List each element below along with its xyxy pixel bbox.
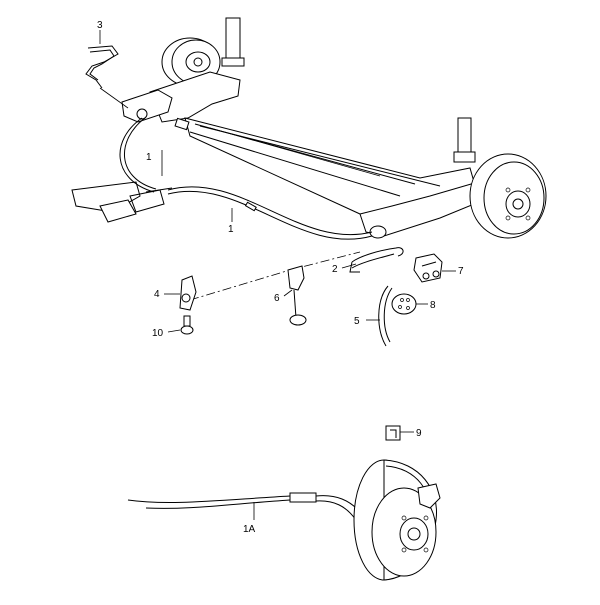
callout-6: 6 (274, 293, 280, 304)
shock-absorber-right (453, 117, 476, 163)
callout-8: 8 (430, 300, 436, 311)
callout-1-upper: 1 (146, 152, 152, 163)
shock-absorber-left (221, 17, 245, 67)
body-bracket (71, 181, 173, 223)
callout-labels: 3 1 1 2 7 4 6 8 5 10 9 1A (97, 20, 464, 535)
callout-7: 7 (458, 266, 464, 277)
cable-bracket-part-4 (179, 275, 197, 311)
leader-lines (99, 30, 456, 520)
adjuster-part-8 (391, 293, 417, 315)
retaining-clip-part-3 (85, 45, 119, 89)
lever-part-7 (413, 253, 443, 283)
handbrake-cable-top (119, 117, 373, 240)
brake-drum-right (469, 153, 547, 239)
brake-shoe-part-5 (378, 285, 393, 347)
callout-3: 3 (97, 20, 103, 31)
clip-part-6 (287, 265, 307, 326)
callout-1a: 1A (243, 524, 256, 535)
brake-drum-bottom (353, 459, 441, 581)
callout-4: 4 (154, 289, 160, 300)
rear-brake-assembly (127, 425, 441, 581)
callout-5: 5 (354, 316, 360, 327)
callout-1-lower: 1 (228, 224, 234, 235)
handbrake-cable-1a (127, 492, 363, 521)
axle-beam (149, 71, 485, 237)
clip-part-9 (385, 425, 401, 441)
callout-10: 10 (152, 328, 164, 339)
cable-anchor-right (369, 225, 387, 239)
spring-clip-part-2 (349, 247, 404, 273)
callout-2: 2 (332, 264, 338, 275)
callout-9: 9 (416, 428, 422, 439)
trailing-arm-left (121, 89, 173, 123)
bolt-part-10 (180, 315, 194, 335)
rear-axle-assembly (71, 17, 547, 347)
